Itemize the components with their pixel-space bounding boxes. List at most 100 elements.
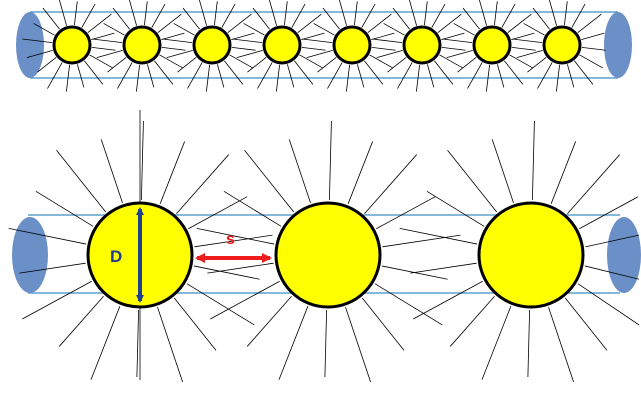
bottom-ray — [532, 121, 535, 201]
top-ray — [247, 57, 267, 73]
top-ray — [37, 57, 57, 73]
bottom-ray — [447, 149, 498, 213]
bottom-ray — [210, 280, 280, 320]
top-ray — [574, 60, 594, 85]
top-ray — [581, 46, 606, 51]
top-tube-left-cap — [16, 12, 44, 78]
top-ray — [224, 60, 244, 85]
bottom-ray — [246, 295, 292, 347]
top-ray — [361, 3, 376, 28]
top-ray — [301, 46, 326, 51]
top-ray — [408, 0, 417, 26]
top-chain-group — [16, 0, 632, 92]
top-ray — [103, 23, 125, 36]
bottom-ray — [364, 154, 418, 215]
bottom-ray — [426, 190, 485, 227]
top-particle — [332, 25, 372, 65]
top-ray — [231, 46, 256, 51]
top-ray — [229, 54, 254, 69]
top-ray — [33, 23, 55, 36]
top-ray — [73, 1, 78, 26]
top-ray — [143, 1, 148, 26]
top-ray — [369, 54, 394, 69]
top-ray — [157, 13, 182, 33]
bottom-ray — [345, 307, 371, 383]
top-ray — [431, 3, 446, 28]
top-ray — [511, 46, 536, 51]
top-ray — [372, 38, 403, 44]
bottom-ray — [410, 262, 477, 274]
bottom-ray — [361, 297, 405, 351]
top-particle — [192, 25, 232, 65]
top-ray — [439, 54, 464, 69]
bottom-rays — [8, 110, 640, 383]
top-tube-right-cap — [604, 12, 632, 78]
bottom-ray — [347, 141, 374, 204]
top-ray — [47, 62, 63, 89]
top-ray — [437, 13, 462, 33]
annotations: D s — [110, 207, 272, 303]
top-ray — [177, 57, 197, 73]
bottom-ray — [585, 234, 640, 248]
bottom-ray — [22, 280, 92, 320]
bottom-ray — [58, 295, 104, 347]
bottom-ray — [159, 141, 186, 204]
top-ray — [338, 0, 347, 26]
bottom-ray — [100, 139, 123, 203]
top-ray — [135, 64, 141, 92]
bottom-ray — [136, 309, 139, 377]
top-ray — [579, 54, 604, 69]
bottom-ray — [157, 307, 183, 383]
top-ray — [504, 60, 524, 85]
top-ray — [345, 64, 351, 92]
top-ray — [243, 23, 265, 36]
top-ray — [397, 62, 413, 89]
bottom-ray — [278, 306, 309, 380]
top-ray — [441, 46, 466, 51]
top-ray — [537, 62, 553, 89]
bottom-ray — [196, 227, 275, 245]
top-ray — [467, 62, 483, 89]
top-ray — [84, 60, 104, 85]
bottom-ray — [527, 309, 530, 377]
top-ray — [527, 57, 547, 73]
top-ray — [26, 50, 53, 59]
bottom-ray — [413, 280, 483, 320]
bottom-ray — [382, 234, 461, 248]
top-ray — [294, 60, 314, 85]
bottom-ray — [186, 283, 255, 326]
bottom-ray — [550, 141, 577, 204]
top-ray — [478, 0, 487, 26]
top-particle — [402, 25, 442, 65]
top-ray — [516, 50, 543, 59]
top-ray — [89, 54, 114, 69]
top-ray — [96, 50, 123, 59]
top-ray — [446, 50, 473, 59]
top-ray — [217, 64, 225, 88]
top-ray — [457, 57, 477, 73]
bottom-ray — [188, 196, 248, 230]
top-ray — [367, 13, 392, 33]
top-ray — [257, 62, 273, 89]
bottom-row-group: D s — [8, 110, 641, 383]
top-ray — [392, 7, 410, 30]
bottom-ray — [324, 309, 327, 377]
top-ray — [221, 3, 236, 28]
top-ray — [493, 1, 498, 26]
diameter-label: D — [110, 247, 122, 266]
top-ray — [252, 7, 270, 30]
top-ray — [268, 0, 277, 26]
top-ray — [523, 23, 545, 36]
spacing-label: s — [226, 231, 235, 248]
top-ray — [441, 32, 465, 40]
top-ray — [151, 3, 166, 28]
top-ray — [297, 13, 322, 33]
top-ray — [154, 60, 174, 85]
top-particle — [472, 25, 512, 65]
top-ray — [509, 54, 534, 69]
bottom-ray — [288, 139, 311, 203]
top-ray — [567, 64, 575, 88]
bottom-ray — [491, 139, 514, 203]
top-ray — [371, 46, 396, 51]
